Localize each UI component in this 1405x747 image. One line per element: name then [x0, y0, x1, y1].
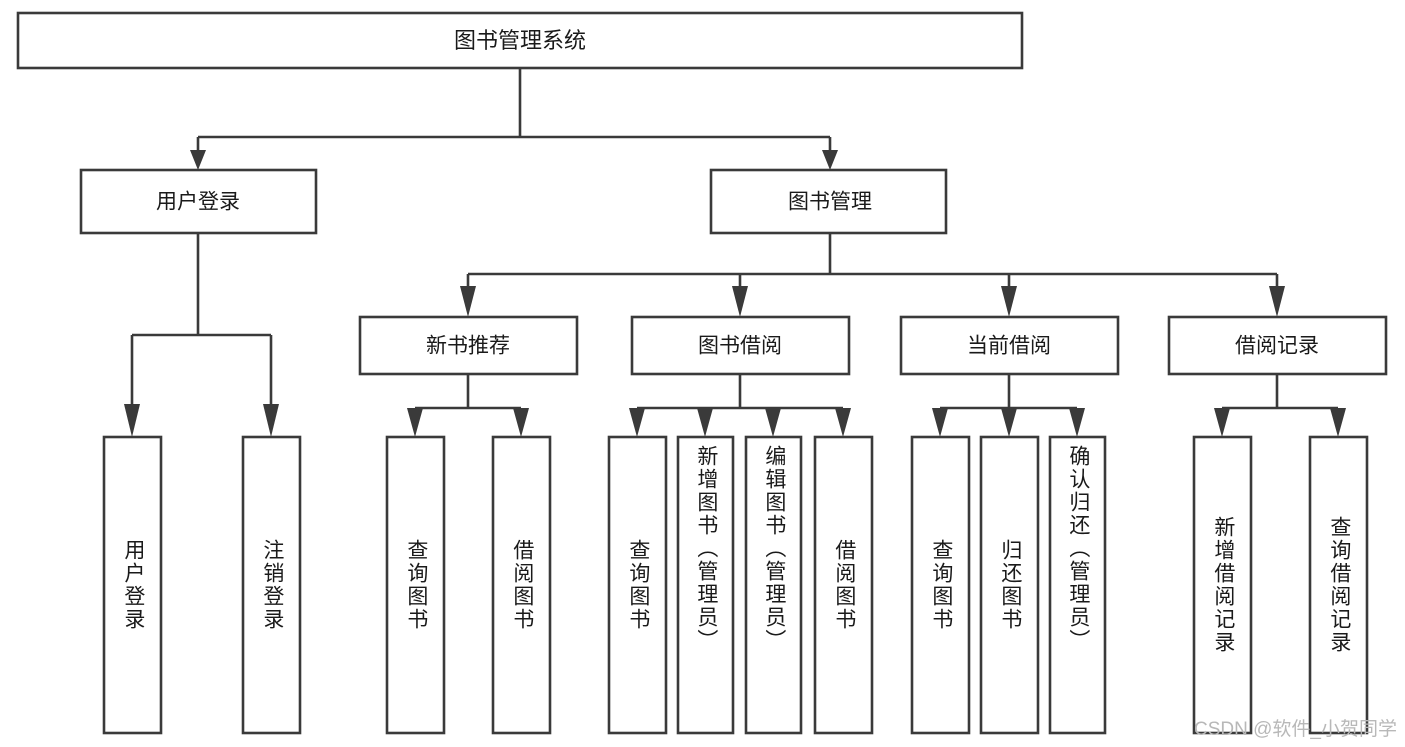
node-book-manage-box[interactable] [709, 168, 948, 235]
arrow-to-leaf-bb-query [629, 408, 645, 437]
arrow-to-leaf-logout [263, 404, 279, 437]
arrow-to-leaf-rec-query [407, 408, 423, 437]
node-new-book-rec-label: 新书推荐 [426, 335, 510, 358]
node-leaf-rec-borrow-box[interactable] [491, 435, 552, 735]
node-leaf-rec-query-box[interactable] [385, 435, 446, 735]
arrow-to-leaf-user-login [124, 404, 140, 437]
node-root-box[interactable] [16, 11, 1024, 70]
node-leaf-cb-query-box[interactable] [910, 435, 971, 735]
node-book-manage-label: 图书管理 [788, 191, 872, 214]
arrow-to-book-borrow [732, 286, 748, 317]
node-borrow-record-label: 借阅记录 [1235, 335, 1319, 358]
arrow-to-leaf-cb-query [932, 408, 948, 437]
node-leaf-logout-box[interactable] [241, 435, 302, 735]
csdn-watermark: CSDN @软件_小贺同学 [1194, 719, 1397, 740]
arrow-to-leaf-rec-borrow [513, 408, 529, 437]
node-leaf-cb-return-box[interactable] [979, 435, 1040, 735]
arrow-to-new-book-rec [460, 286, 476, 317]
node-borrow-record-box[interactable] [1167, 315, 1388, 376]
node-book-borrow-label: 图书借阅 [698, 335, 782, 358]
node-leaf-br-query-box[interactable] [1308, 435, 1369, 735]
node-new-book-rec-box[interactable] [358, 315, 579, 376]
node-leaf-bb-add-box[interactable] [676, 435, 735, 735]
node-leaf-cb-confirm-box[interactable] [1048, 435, 1107, 735]
arrow-to-current-borrow [1001, 286, 1017, 317]
arrow-to-leaf-cb-return [1001, 408, 1017, 437]
node-user-login-label: 用户登录 [156, 191, 240, 214]
node-current-borrow-box[interactable] [899, 315, 1120, 376]
arrow-to-leaf-br-query [1330, 408, 1346, 437]
node-leaf-bb-borrow-box[interactable] [813, 435, 874, 735]
arrow-to-leaf-bb-edit [765, 408, 781, 437]
node-leaf-user-login-box[interactable] [102, 435, 163, 735]
node-current-borrow-label: 当前借阅 [967, 335, 1051, 358]
node-leaf-bb-edit-box[interactable] [744, 435, 803, 735]
arrow-to-leaf-br-add [1214, 408, 1230, 437]
arrow-to-leaf-bb-borrow [835, 408, 851, 437]
arrow-to-leaf-cb-confirm [1069, 408, 1085, 437]
node-leaf-br-add-box[interactable] [1192, 435, 1253, 735]
connector-layer [124, 68, 1346, 437]
arrow-to-leaf-bb-add [697, 408, 713, 437]
arrow-to-book-manage [822, 150, 838, 170]
node-leaf-bb-query-box[interactable] [607, 435, 668, 735]
arrow-to-user-login [190, 150, 206, 170]
arrow-to-borrow-record [1269, 286, 1285, 317]
node-root-label: 图书管理系统 [454, 28, 586, 53]
node-book-borrow-box[interactable] [630, 315, 851, 376]
node-user-login-box[interactable] [79, 168, 318, 235]
node-layer: 图书管理系统 用户登录 图书管理 新书推荐 图书借阅 当前借阅 借阅记录 [16, 11, 1388, 735]
